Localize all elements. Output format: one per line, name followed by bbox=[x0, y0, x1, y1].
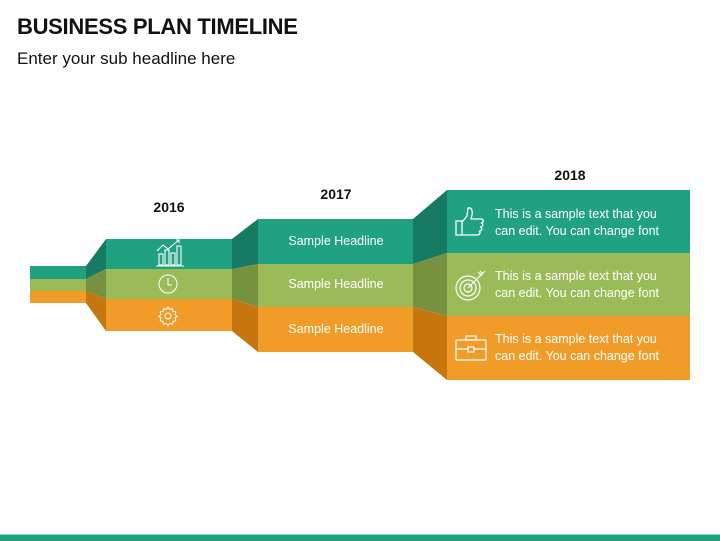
connector-1 bbox=[86, 239, 106, 331]
gear-icon bbox=[157, 306, 179, 327]
stage-2018-text-1: This is a sample text that you can edit.… bbox=[495, 206, 685, 240]
connector-3 bbox=[413, 190, 447, 380]
timeline-stub bbox=[30, 266, 87, 303]
briefcase-icon bbox=[455, 335, 487, 361]
footer-accent-bar bbox=[0, 534, 720, 541]
year-label-2017: 2017 bbox=[320, 186, 352, 202]
stage-2018-text-2: This is a sample text that you can edit.… bbox=[495, 268, 685, 302]
year-label-2018: 2018 bbox=[554, 167, 586, 183]
bar-chart-growth-icon bbox=[156, 239, 184, 267]
text-line: can edit. You can change font bbox=[495, 349, 660, 363]
thumbs-up-icon bbox=[455, 207, 484, 236]
text-line: This is a sample text that you bbox=[495, 207, 657, 221]
year-label-2016: 2016 bbox=[153, 199, 185, 215]
stage-2017-headline-1: Sample Headline bbox=[288, 234, 384, 248]
stage-2017-block bbox=[258, 219, 414, 352]
text-line: can edit. You can change font bbox=[495, 286, 660, 300]
page-subtitle: Enter your sub headline here bbox=[17, 49, 236, 68]
stage-2018-text-3: This is a sample text that you can edit.… bbox=[495, 331, 685, 365]
text-line: can edit. You can change font bbox=[495, 224, 660, 238]
stage-2016-block bbox=[106, 239, 233, 331]
clock-icon bbox=[158, 274, 178, 294]
connector-2 bbox=[232, 219, 258, 352]
stage-2017-headline-2: Sample Headline bbox=[288, 277, 384, 291]
page-title: BUSINESS PLAN TIMELINE bbox=[17, 14, 298, 39]
text-line: This is a sample text that you bbox=[495, 332, 657, 346]
text-line: This is a sample text that you bbox=[495, 269, 657, 283]
target-icon bbox=[455, 270, 486, 301]
stage-2017-headline-3: Sample Headline bbox=[288, 322, 384, 336]
stage-2018-block bbox=[447, 190, 690, 380]
